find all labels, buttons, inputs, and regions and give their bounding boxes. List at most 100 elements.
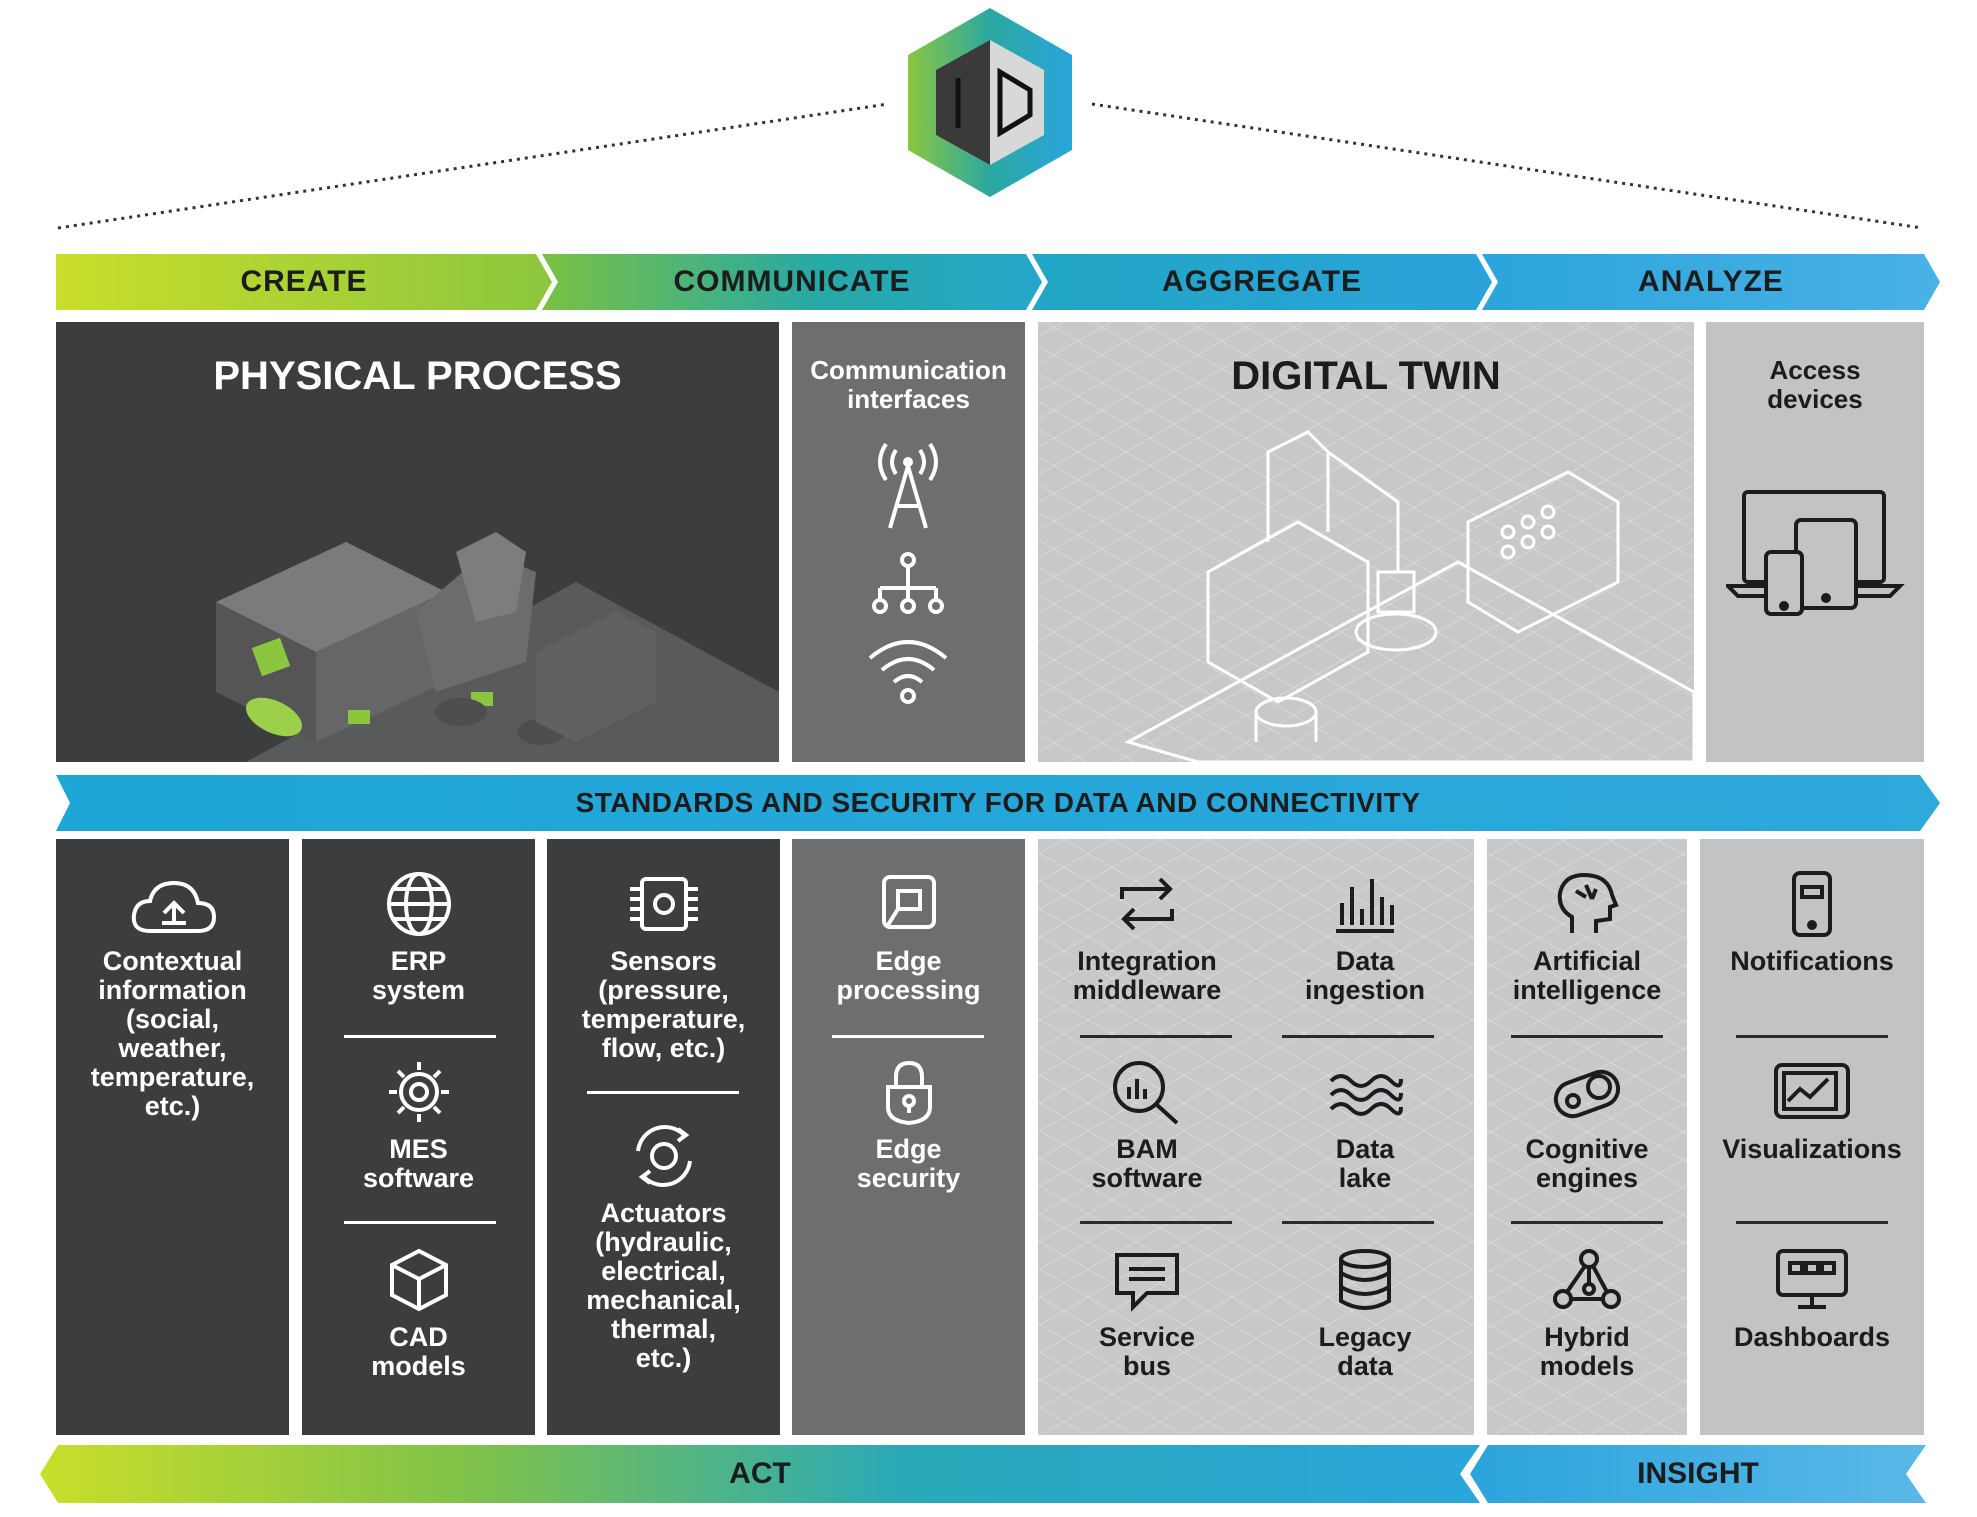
sensors-actuators-column: Sensors (pressure, temperature, flow, et… — [547, 839, 780, 1435]
access-devices-title-line2: devices — [1767, 384, 1863, 414]
edge-security-item: Edge security — [792, 1057, 1025, 1193]
physical-machine-illustration-icon — [216, 532, 779, 762]
edge-security-line-1: Edge — [875, 1134, 942, 1164]
cad-line-1: CAD — [389, 1322, 448, 1352]
act-label: ACT — [729, 1457, 791, 1490]
actuators-line-1: Actuators — [600, 1198, 727, 1228]
legacy-data-item: Legacy data — [1256, 1245, 1474, 1381]
contextual-line-3: (social, — [125, 1004, 220, 1034]
wifi-icon — [868, 640, 948, 704]
hybrid-line-2: models — [1539, 1351, 1635, 1381]
sensors-line-4: flow, etc.) — [601, 1033, 726, 1063]
ai-item: Artificial intelligence — [1487, 869, 1687, 1005]
message-bubble-icon — [1115, 1253, 1179, 1312]
bam-item: BAM software — [1038, 1057, 1256, 1193]
insight-label: INSIGHT — [1637, 1457, 1759, 1490]
waves-icon — [1329, 1074, 1403, 1116]
communication-title-line1: Communication — [810, 355, 1007, 385]
integration-line-2: middleware — [1072, 975, 1222, 1005]
actuators-line-4: mechanical, — [586, 1285, 741, 1315]
edge-processing-line-2: processing — [836, 975, 981, 1005]
mes-cad-divider — [344, 1221, 496, 1224]
ai-divider-2 — [1511, 1221, 1663, 1224]
legacy-data-line-1: Legacy — [1318, 1322, 1412, 1352]
outputs-divider-1 — [1736, 1035, 1888, 1038]
contextual-line-4: weather, — [118, 1033, 227, 1063]
cognitive-line-2: engines — [1535, 1163, 1639, 1193]
actuators-line-2: (hydraulic, — [595, 1227, 732, 1257]
visualizations-label: Visualizations — [1722, 1134, 1902, 1164]
edge-column: Edge processing Edge security — [792, 839, 1025, 1435]
contextual-line-6: etc.) — [144, 1091, 201, 1121]
legacy-data-line-2: data — [1337, 1351, 1393, 1381]
phase-aggregate-label: AGGREGATE — [1161, 265, 1363, 298]
actuators-line-6: etc.) — [635, 1343, 692, 1373]
data-lake-item: Data lake — [1256, 1057, 1474, 1193]
data-ingestion-line-1: Data — [1335, 946, 1395, 976]
sensors-item: Sensors (pressure, temperature, flow, et… — [547, 869, 780, 1063]
globe-icon — [386, 872, 451, 936]
enterprise-column: ERP system MES software CAD models — [302, 839, 535, 1435]
erp-mes-divider — [344, 1035, 496, 1038]
monitor-chart-icon — [1774, 1063, 1850, 1119]
sensors-line-2: (pressure, — [598, 975, 729, 1005]
communication-icons — [868, 442, 948, 704]
communication-title-line2: interfaces — [847, 384, 970, 414]
ai-divider-1 — [1511, 1035, 1663, 1038]
digital-twin-panel: DIGITAL TWIN — [1038, 322, 1694, 762]
brain-head-icon — [1557, 872, 1619, 933]
service-bus-line-2: bus — [1122, 1351, 1171, 1381]
sensors-actuators-divider — [587, 1091, 739, 1094]
sensors-line-3: temperature, — [581, 1004, 746, 1034]
access-devices-title-line1: Access — [1769, 355, 1861, 385]
edge-processing-item: Edge processing — [792, 869, 1025, 1005]
data-ingestion-item: Data ingestion — [1256, 869, 1474, 1005]
data-column: Integration middleware Data ingestion BA… — [1038, 839, 1474, 1435]
sensors-line-1: Sensors — [610, 946, 717, 976]
edge-divider — [832, 1035, 984, 1038]
cad-line-2: models — [371, 1351, 466, 1381]
access-devices-title: Access devices — [1706, 356, 1924, 414]
integration-item: Integration middleware — [1038, 869, 1256, 1005]
erp-line-1: ERP — [390, 946, 447, 976]
cad-item: CAD models — [302, 1245, 535, 1381]
data-divider-2b — [1282, 1221, 1434, 1224]
phase-create-label: CREATE — [240, 265, 368, 298]
mobile-phone-icon — [1792, 871, 1832, 937]
digital-twin-logo-icon — [908, 8, 1072, 197]
standards-security-band: STANDARDS AND SECURITY FOR DATA AND CONN… — [56, 775, 1940, 831]
data-divider-2a — [1080, 1221, 1232, 1224]
data-lake-line-2: lake — [1338, 1163, 1392, 1193]
actuator-cycle-icon — [635, 1125, 692, 1187]
ai-line-1: Artificial — [1532, 946, 1642, 976]
actuators-item: Actuators (hydraulic, electrical, mechan… — [547, 1121, 780, 1373]
access-devices-panel: Access devices — [1706, 322, 1924, 762]
digital-twin-wireframe-icon — [1124, 430, 1694, 762]
notifications-label: Notifications — [1730, 946, 1894, 976]
erp-item: ERP system — [302, 869, 535, 1005]
insight-arrow: INSIGHT — [1470, 1445, 1926, 1503]
gear-icon — [388, 1062, 449, 1122]
dashboards-label: Dashboards — [1733, 1322, 1891, 1352]
erp-line-2: system — [371, 975, 466, 1005]
bar-chart-icon — [1336, 879, 1394, 933]
outputs-divider-2 — [1736, 1221, 1888, 1224]
contextual-item: Contextual information (social, weather,… — [56, 875, 289, 1121]
actuators-line-5: thermal, — [610, 1314, 717, 1344]
contextual-line-5: temperature, — [90, 1062, 255, 1092]
hybrid-line-1: Hybrid — [1544, 1322, 1630, 1352]
phase-aggregate: AGGREGATE — [1032, 254, 1492, 310]
service-bus-line-1: Service — [1098, 1322, 1196, 1352]
standards-security-label: STANDARDS AND SECURITY FOR DATA AND CONN… — [575, 787, 1421, 818]
cloud-upload-icon — [131, 880, 216, 933]
actuators-line-3: electrical, — [601, 1256, 726, 1286]
mes-line-1: MES — [389, 1134, 448, 1164]
phase-analyze-label: ANALYZE — [1638, 265, 1784, 298]
data-ingestion-line-2: ingestion — [1305, 975, 1425, 1005]
network-hierarchy-icon — [872, 552, 944, 614]
outputs-column: Notifications Visualizations Dashboards — [1700, 839, 1924, 1435]
header-graphic — [57, 8, 1923, 230]
phase-communicate: COMMUNICATE — [542, 254, 1042, 310]
visualizations-item: Visualizations — [1700, 1057, 1924, 1164]
cube-icon — [389, 1248, 448, 1312]
